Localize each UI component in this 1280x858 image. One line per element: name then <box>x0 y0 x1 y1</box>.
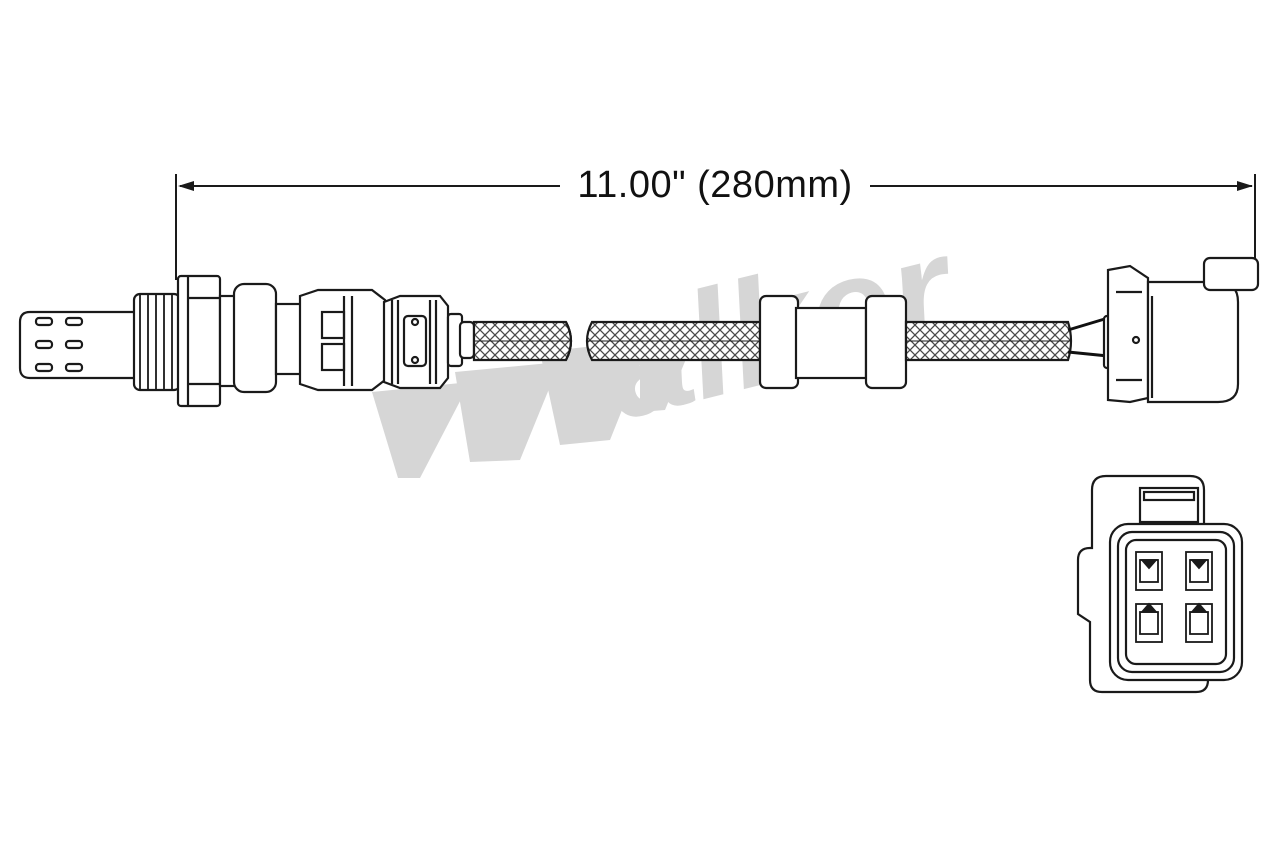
sensor-threads <box>132 292 182 392</box>
sensor-shell <box>232 282 387 394</box>
sensor-grommet <box>382 294 476 390</box>
connector-terminals <box>1135 551 1213 643</box>
braided-wire-segment-1 <box>472 320 573 362</box>
braided-wire-segment-3 <box>904 320 1073 362</box>
wire-sleeve <box>758 294 908 390</box>
oxygen-sensor <box>18 256 1260 694</box>
dimension-label: 11.00" (280mm) <box>560 162 870 208</box>
connector-front-view <box>1076 474 1244 694</box>
sensor-probe-tip <box>18 310 138 380</box>
braided-wire-segment-2 <box>585 320 762 362</box>
sensor-hex <box>176 274 238 408</box>
exposed-wires <box>1067 316 1109 358</box>
connector-side-view <box>1102 256 1260 404</box>
